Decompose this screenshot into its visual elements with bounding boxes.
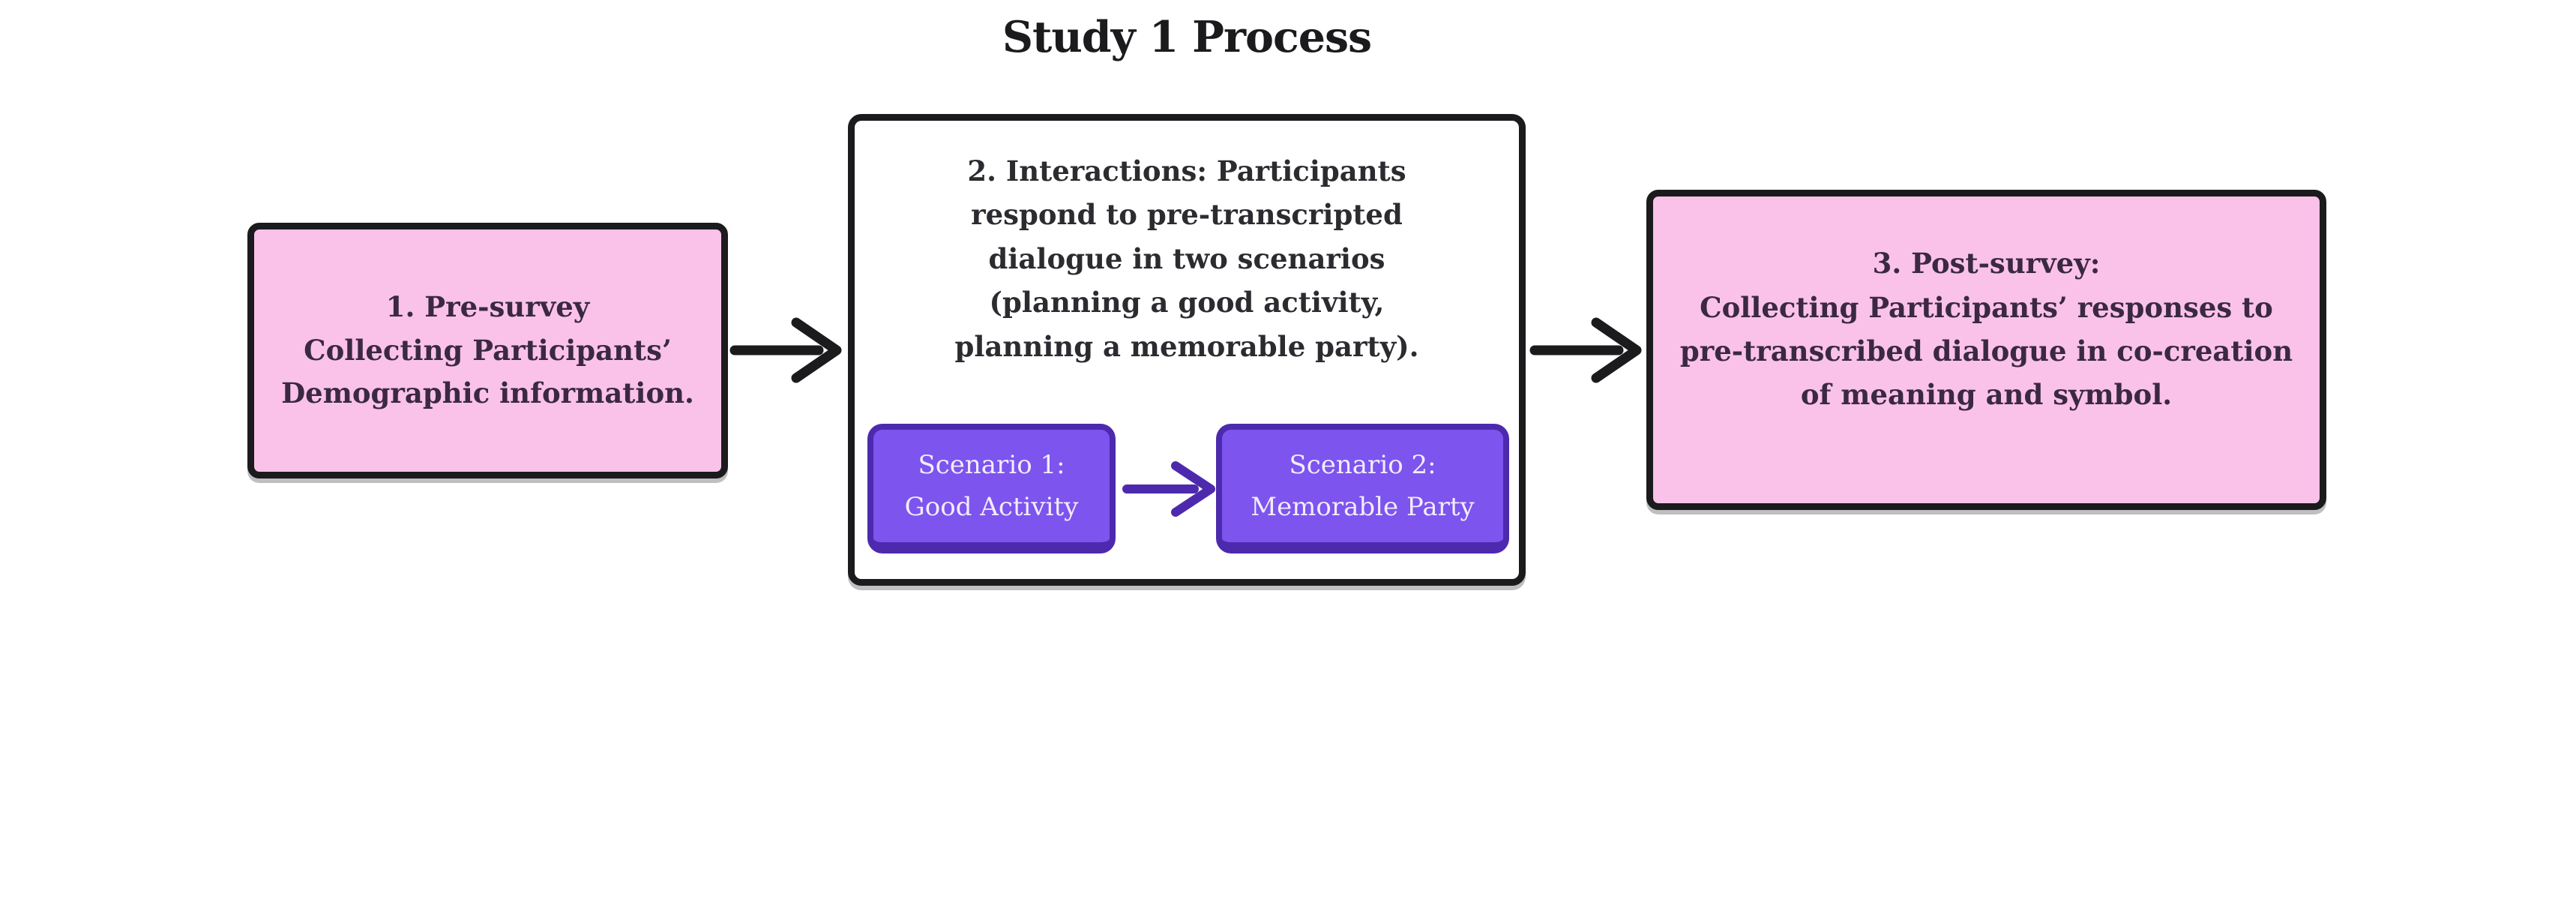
post-survey-line: 3. Post-survey: (1872, 247, 2101, 280)
arrow-right-purple-icon (1122, 461, 1215, 517)
scenario-2-box: Scenario 2: Memorable Party (1216, 424, 1509, 554)
interactions-box: 2. Interactions: Participants respond to… (848, 114, 1526, 586)
post-survey-line: pre-transcribed dialogue in co-creation (1679, 334, 2293, 368)
post-survey-line: Collecting Participants’ responses to (1700, 290, 2273, 324)
post-survey-box: 3. Post-survey: Collecting Participants’… (1646, 190, 2326, 510)
post-survey-line: of meaning and symbol. (1800, 378, 2173, 412)
interactions-line: dialogue in two scenarios (988, 242, 1385, 275)
interactions-line: respond to pre-transcripted (971, 198, 1403, 232)
interactions-line: 2. Interactions: Participants (967, 154, 1406, 188)
scenario-1-line: Scenario 1: (918, 449, 1065, 480)
scenario-2-line: Scenario 2: (1289, 449, 1436, 480)
pre-survey-box: 1. Pre-survey Collecting Participants’ D… (247, 223, 728, 478)
scenario-1-line: Good Activity (904, 492, 1079, 522)
pre-survey-line: 1. Pre-survey (385, 290, 590, 324)
page-title: Study 1 Process (1002, 12, 1372, 62)
interactions-line: planning a memorable party). (954, 329, 1419, 363)
arrow-right-icon (729, 317, 842, 383)
scenario-2-line: Memorable Party (1251, 492, 1475, 522)
pre-survey-line: Collecting Participants’ (304, 333, 672, 367)
arrow-right-icon (1529, 317, 1642, 383)
interactions-text: 2. Interactions: Participants respond to… (855, 121, 1519, 368)
interactions-line: (planning a good activity, (989, 286, 1385, 320)
scenario-1-box: Scenario 1: Good Activity (867, 424, 1116, 554)
pre-survey-line: Demographic information. (281, 376, 694, 410)
